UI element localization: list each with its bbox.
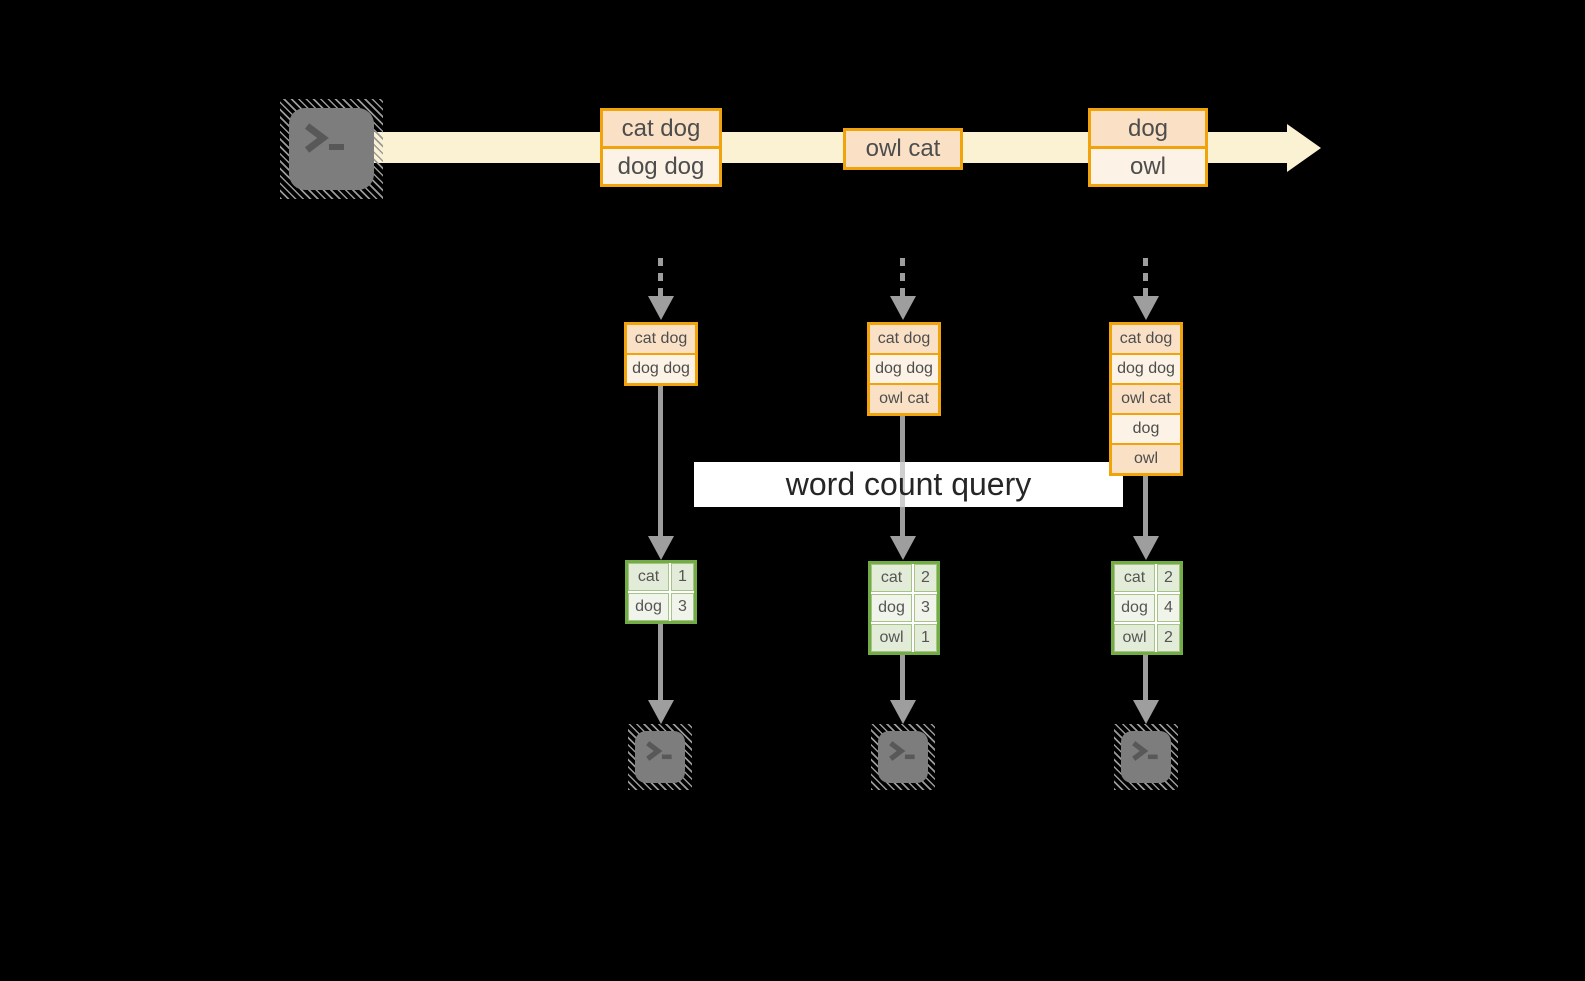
flow-arrowhead-icon xyxy=(648,536,674,560)
word-cell: dog xyxy=(1114,594,1155,622)
word-count-table: cat 1 dog 3 xyxy=(625,560,697,624)
buffered-records-box: cat dog dog dog owl cat dog owl xyxy=(1109,322,1183,476)
record-row: cat dog xyxy=(870,325,938,355)
flow-arrowhead-icon xyxy=(890,700,916,724)
terminal-output-icon xyxy=(628,724,692,790)
word-cell: cat xyxy=(871,564,912,592)
record-row: owl cat xyxy=(870,385,938,413)
count-cell: 1 xyxy=(671,563,694,591)
ingest-arrow-dashed xyxy=(658,258,663,296)
flow-line xyxy=(1143,476,1148,537)
record-row: cat dog xyxy=(1112,325,1180,355)
flow-line xyxy=(658,624,663,701)
stream-message-row: dog dog xyxy=(603,149,719,184)
count-cell: 3 xyxy=(914,594,937,622)
record-row: dog xyxy=(1112,415,1180,445)
word-count-table: cat 2 dog 4 owl 2 xyxy=(1111,561,1183,655)
word-cell: cat xyxy=(1114,564,1155,592)
flow-arrowhead-icon xyxy=(1133,536,1159,560)
ingest-arrow-dashed xyxy=(1143,258,1148,296)
prompt-icon xyxy=(304,123,344,153)
word-cell: dog xyxy=(871,594,912,622)
flow-line xyxy=(1143,655,1148,701)
flow-arrowhead-icon xyxy=(1133,700,1159,724)
record-row: cat dog xyxy=(627,325,695,355)
record-row: dog dog xyxy=(870,355,938,385)
word-cell: owl xyxy=(1114,624,1155,652)
terminal-output-icon xyxy=(871,724,935,790)
count-cell: 3 xyxy=(671,593,694,621)
count-cell: 4 xyxy=(1157,594,1180,622)
count-cell: 2 xyxy=(914,564,937,592)
word-cell: owl xyxy=(871,624,912,652)
flow-line xyxy=(900,655,905,701)
ingest-arrowhead-icon xyxy=(890,296,916,320)
terminal-screen xyxy=(289,108,374,190)
prompt-icon xyxy=(1132,741,1158,761)
stream-message-box: dog owl xyxy=(1088,108,1208,187)
flow-arrowhead-icon xyxy=(648,700,674,724)
query-banner-label: word count query xyxy=(785,466,1032,502)
count-cell: 1 xyxy=(914,624,937,652)
stream-message-row: owl cat xyxy=(846,131,960,167)
ingest-arrow-dashed xyxy=(900,258,905,296)
record-row: dog dog xyxy=(1112,355,1180,385)
word-count-table: cat 2 dog 3 owl 1 xyxy=(868,561,940,655)
prompt-icon xyxy=(646,741,672,761)
word-cell: dog xyxy=(628,593,669,621)
flow-line xyxy=(658,386,663,537)
stream-message-row: cat dog xyxy=(603,111,719,149)
terminal-output-icon xyxy=(1114,724,1178,790)
terminal-screen xyxy=(878,731,928,783)
flow-arrowhead-icon xyxy=(890,536,916,560)
stream-message-row: owl xyxy=(1091,149,1205,184)
event-stream-arrowhead-icon xyxy=(1287,124,1321,172)
count-cell: 2 xyxy=(1157,564,1180,592)
flow-line-through-banner xyxy=(900,462,905,507)
word-cell: cat xyxy=(628,563,669,591)
record-row: dog dog xyxy=(627,355,695,383)
query-banner: word count query xyxy=(694,462,1123,507)
count-cell: 2 xyxy=(1157,624,1180,652)
ingest-arrowhead-icon xyxy=(648,296,674,320)
terminal-screen xyxy=(1121,731,1171,783)
terminal-source-icon xyxy=(280,99,383,199)
ingest-arrowhead-icon xyxy=(1133,296,1159,320)
stream-message-box: cat dog dog dog xyxy=(600,108,722,187)
stream-message-box: owl cat xyxy=(843,128,963,170)
stream-message-row: dog xyxy=(1091,111,1205,149)
prompt-icon xyxy=(889,741,915,761)
buffered-records-box: cat dog dog dog owl cat xyxy=(867,322,941,416)
buffered-records-box: cat dog dog dog xyxy=(624,322,698,386)
terminal-screen xyxy=(635,731,685,783)
record-row: owl xyxy=(1112,445,1180,473)
record-row: owl cat xyxy=(1112,385,1180,415)
